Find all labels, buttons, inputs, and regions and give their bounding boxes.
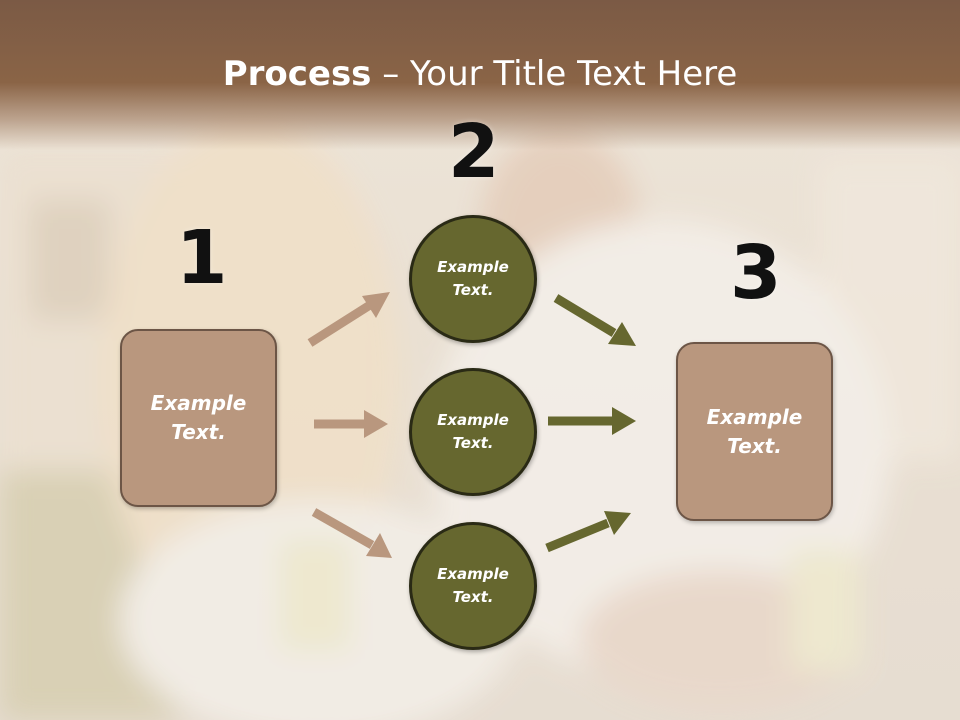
right-box: Example Text. — [676, 342, 833, 521]
circle-top: Example Text. — [409, 215, 537, 343]
step-number-1: 1 — [176, 215, 228, 301]
slide-title: Process – Your Title Text Here — [0, 52, 960, 96]
circle-middle: Example Text. — [409, 368, 537, 496]
step-number-3: 3 — [730, 230, 782, 316]
right-box-label: Example Text. — [706, 404, 803, 458]
title-rest: – Your Title Text Here — [371, 54, 738, 94]
circle-top-label: Example Text. — [437, 258, 509, 299]
circle-middle-label: Example Text. — [437, 411, 509, 452]
left-box-label: Example Text. — [150, 391, 247, 444]
title-bold: Process — [222, 54, 372, 94]
step-number-2: 2 — [448, 109, 500, 195]
circle-bottom: Example Text. — [409, 522, 537, 650]
title-band — [0, 0, 960, 150]
circle-bottom-label: Example Text. — [437, 565, 509, 606]
left-box: Example Text. — [120, 329, 277, 507]
